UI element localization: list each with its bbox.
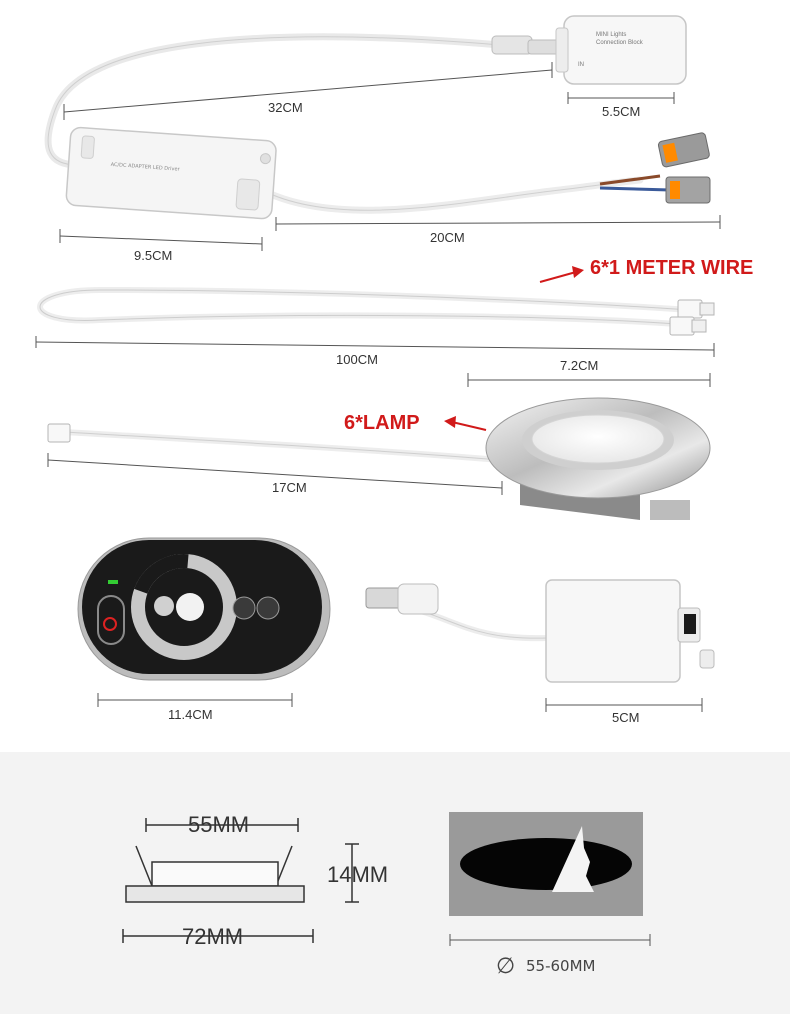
remote-control bbox=[77, 537, 331, 681]
dim-72mm: 72MM bbox=[182, 924, 244, 949]
arrow-meter-wire bbox=[539, 271, 577, 283]
lamp-caption: 6*LAMP bbox=[344, 412, 420, 434]
dimension-lines-dimmer bbox=[545, 698, 703, 712]
dim-32cm: 32CM bbox=[268, 100, 303, 115]
dimension-lines-cutout bbox=[449, 934, 651, 946]
specs-panel bbox=[0, 752, 790, 1014]
dim-17cm: 17CM bbox=[272, 480, 307, 495]
dim-9-5cm: 9.5CM bbox=[134, 248, 173, 263]
block-label-1: MINI Lights bbox=[596, 32, 627, 38]
arrowhead-icon bbox=[572, 266, 584, 278]
dimension-lines-lamp bbox=[47, 453, 503, 495]
dimension-lines-top bbox=[59, 62, 721, 251]
block-in-label: IN bbox=[578, 62, 584, 68]
lamp-illustration bbox=[47, 397, 711, 520]
dim-14mm: 14MM bbox=[327, 862, 389, 887]
dim-5cm: 5CM bbox=[612, 710, 640, 725]
dim-100cm: 100CM bbox=[336, 352, 378, 367]
connection-block bbox=[44, 15, 687, 169]
led-driver: AC/DC ADAPTER LED Driver bbox=[65, 126, 711, 220]
dim-20cm: 20CM bbox=[430, 230, 465, 245]
dim-11-4cm: 11.4CM bbox=[168, 707, 213, 722]
dim-5-5cm: 5.5CM bbox=[602, 104, 641, 119]
dim-cutout: 55-60MM bbox=[526, 957, 596, 975]
cutout-illustration bbox=[449, 812, 643, 916]
extension-wire bbox=[37, 286, 715, 336]
dimension-lines-wire bbox=[35, 336, 715, 387]
arrowhead-icon bbox=[444, 416, 456, 428]
meter-wire-caption: 6*1 METER WIRE bbox=[590, 257, 754, 279]
diameter-icon: ∅ bbox=[496, 954, 516, 979]
svg-text:AC/DC ADAPTER LED Driver: AC/DC ADAPTER LED Driver bbox=[110, 162, 180, 173]
lamp-profile bbox=[122, 818, 359, 943]
dimmer-box bbox=[365, 579, 715, 683]
dim-55mm: 55MM bbox=[188, 812, 250, 837]
dimension-lines-remote bbox=[97, 693, 293, 707]
block-label-2: Connection Block bbox=[596, 40, 643, 46]
arrow-lamp bbox=[451, 421, 487, 431]
dim-7-2cm: 7.2CM bbox=[560, 358, 599, 373]
